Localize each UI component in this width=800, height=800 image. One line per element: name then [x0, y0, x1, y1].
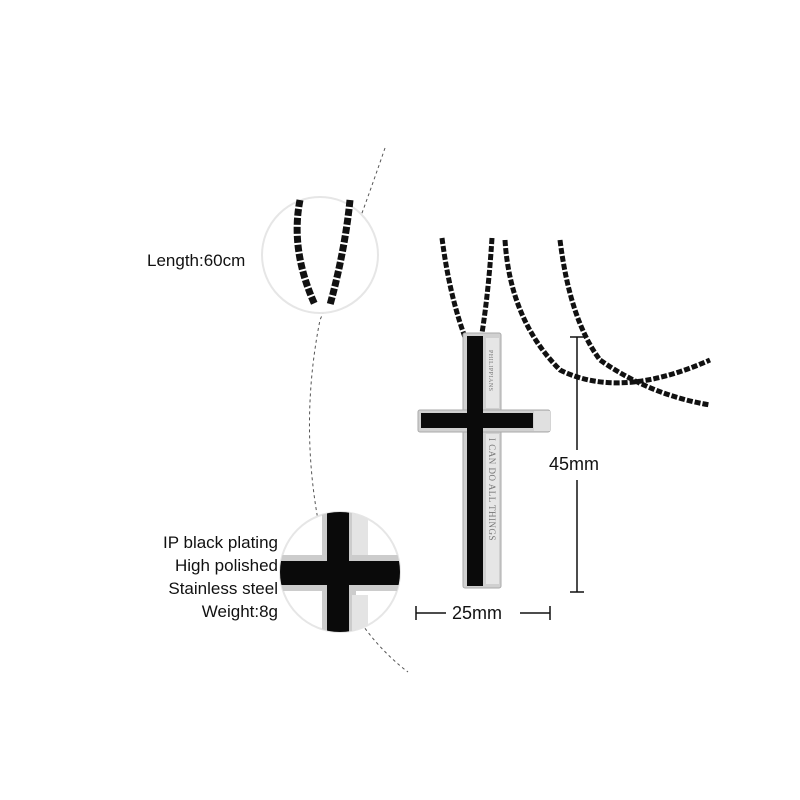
cross-detail-circle — [279, 511, 401, 633]
height-dimension — [570, 336, 584, 593]
chain-detail-circle — [261, 196, 379, 314]
spec-plating: IP black plating — [163, 533, 278, 552]
spec-weight: Weight:8g — [201, 602, 278, 621]
width-dimension — [415, 606, 551, 620]
spec-list: IP black plating High polished Stainless… — [163, 531, 278, 623]
height-label: 45mm — [549, 454, 600, 474]
cross-pendant: I CAN DO ALL THINGS PHILIPPIANS — [417, 332, 551, 589]
dashed-guide-line — [308, 147, 409, 673]
spec-finish: High polished — [174, 556, 278, 575]
width-label: 25mm — [452, 603, 503, 623]
engraving-main: I CAN DO ALL THINGS — [487, 438, 497, 541]
engraving-upper: PHILIPPIANS — [487, 350, 493, 392]
spec-material: Stainless steel — [168, 579, 278, 598]
length-label: Length:60cm — [147, 251, 246, 270]
